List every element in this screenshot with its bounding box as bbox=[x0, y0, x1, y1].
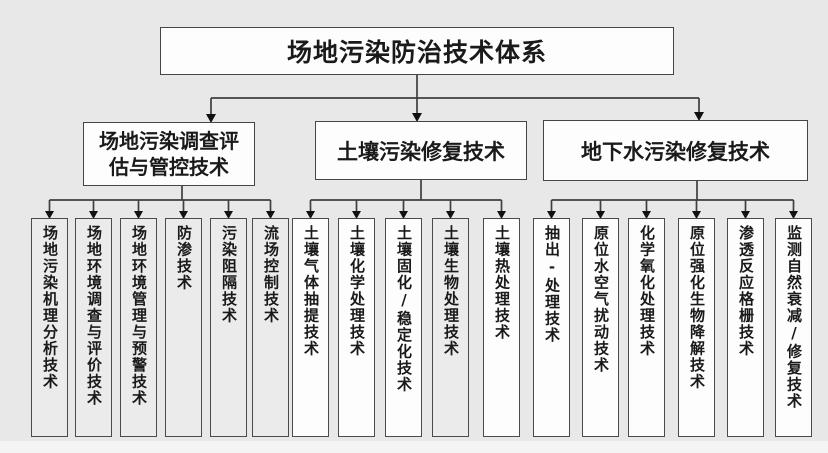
leaf-label: 土壤热处理技术 bbox=[493, 225, 511, 341]
leaf-label: 土壤固化/稳定化技术 bbox=[395, 225, 413, 393]
leaf-label: 土壤化学处理技术 bbox=[348, 225, 366, 357]
leaf-label: 原位水空气扰动技术 bbox=[592, 225, 610, 374]
leaf-box-pollution-isolation: 污染阻隔技术 bbox=[210, 218, 247, 437]
leaf-label: 土壤生物处理技术 bbox=[442, 225, 460, 357]
leaf-label: 渗透反应格栅技术 bbox=[737, 225, 755, 357]
leaf-label: 抽出-处理技术 bbox=[543, 225, 561, 344]
leaf-box-soil-thermal-treatment: 土壤热处理技术 bbox=[483, 218, 520, 437]
leaf-box-site-env-survey-evaluation: 场地环境调查与评价技术 bbox=[75, 218, 112, 437]
leaf-box-permeable-reactive-barrier: 渗透反应格栅技术 bbox=[727, 218, 764, 437]
bottom-margin-strip bbox=[0, 441, 828, 453]
leaf-label: 场地污染机理分析技术 bbox=[41, 225, 59, 390]
leaf-box-monitored-natural-attenuation: 监测自然衰减/修复技术 bbox=[775, 218, 812, 437]
branch-label-line2: 估与管控技术 bbox=[109, 155, 229, 179]
leaf-box-in-situ-enhanced-biodegradation: 原位强化生物降解技术 bbox=[678, 218, 715, 437]
branch-box-survey-assessment-control: 场地污染调查评 估与管控技术 bbox=[83, 122, 255, 186]
root-label: 场地污染防治技术体系 bbox=[286, 38, 547, 67]
branch-label: 地下水污染修复技术 bbox=[581, 139, 770, 164]
leaf-box-soil-solidification-stabilization: 土壤固化/稳定化技术 bbox=[385, 218, 422, 437]
leaf-box-soil-biological-treatment: 土壤生物处理技术 bbox=[432, 218, 469, 437]
leaf-label: 场地环境管理与预警技术 bbox=[130, 225, 148, 407]
root-box-site-pollution-system: 场地污染防治技术体系 bbox=[160, 27, 674, 75]
leaf-label: 监测自然衰减/修复技术 bbox=[785, 225, 803, 410]
leaf-box-soil-chemical-treatment: 土壤化学处理技术 bbox=[338, 218, 375, 437]
leaf-box-site-env-management-warning: 场地环境管理与预警技术 bbox=[120, 218, 157, 437]
branch-label-line1: 场地污染调查评 bbox=[99, 129, 239, 153]
leaf-box-pump-and-treat: 抽出-处理技术 bbox=[533, 218, 570, 437]
leaf-box-soil-vapor-extraction: 土壤气体抽提技术 bbox=[292, 218, 329, 437]
branch-box-soil-remediation: 土壤污染修复技术 bbox=[315, 121, 527, 180]
leaf-box-in-situ-air-sparging: 原位水空气扰动技术 bbox=[582, 218, 619, 437]
leaf-label: 防渗技术 bbox=[175, 225, 193, 291]
branch-box-groundwater-remediation: 地下水污染修复技术 bbox=[543, 120, 808, 181]
leaf-label: 土壤气体抽提技术 bbox=[302, 225, 320, 357]
leaf-box-chemical-oxidation-treatment: 化学氧化处理技术 bbox=[628, 218, 665, 437]
leaf-label: 场地环境调查与评价技术 bbox=[85, 225, 103, 407]
leaf-box-pollution-mechanism-analysis: 场地污染机理分析技术 bbox=[31, 218, 68, 437]
branch-label: 土壤污染修复技术 bbox=[337, 139, 505, 164]
leaf-box-flow-field-control: 流场控制技术 bbox=[252, 218, 289, 437]
leaf-label: 原位强化生物降解技术 bbox=[688, 225, 706, 390]
leaf-box-anti-seepage: 防渗技术 bbox=[165, 218, 202, 437]
leaf-label: 化学氧化处理技术 bbox=[638, 225, 656, 357]
leaf-label: 流场控制技术 bbox=[262, 225, 280, 324]
leaf-label: 污染阻隔技术 bbox=[220, 225, 238, 324]
